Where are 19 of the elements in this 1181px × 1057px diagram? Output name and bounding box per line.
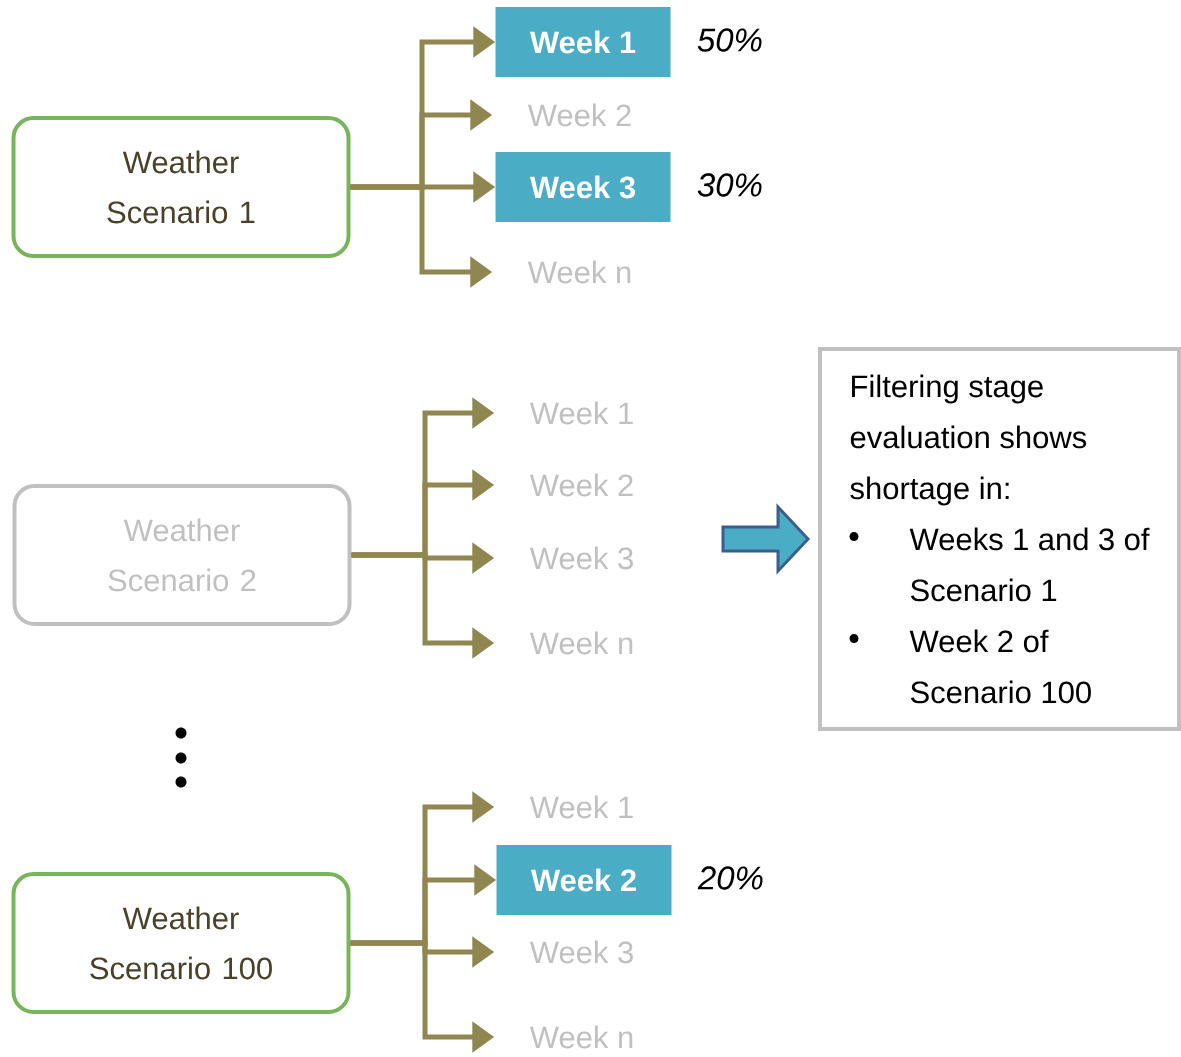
note-box: Filtering stage evaluation shows shortage in: Weeks 1 and 3 of Scenario 1 Week 2 of Scenario 100 <box>818 347 1181 731</box>
week-label: Week n <box>527 260 631 284</box>
week-label: Week 1 <box>529 401 633 425</box>
highlighted-week-box: Week 2 <box>496 845 672 915</box>
week-label: Week 2 <box>527 103 631 127</box>
week-label: Week 1 <box>529 795 633 819</box>
week-label: Week n <box>529 1025 633 1049</box>
scenario-box: Weather Scenario 100 <box>11 872 351 1014</box>
highlighted-week-box: Week 1 <box>495 7 671 77</box>
scenario-box: Weather Scenario 1 <box>11 116 351 258</box>
scenario-box: Weather Scenario 2 <box>12 484 352 626</box>
week-label: Week 2 <box>529 473 633 497</box>
week-label: Week n <box>529 631 633 655</box>
percentage-label: 20% <box>697 866 763 890</box>
week-label: Week 3 <box>529 546 633 570</box>
week-label: Week 3 <box>529 940 633 964</box>
percentage-label: 30% <box>697 173 762 197</box>
percentage-label: 50% <box>697 28 762 52</box>
highlighted-week-box: Week 3 <box>495 152 671 222</box>
